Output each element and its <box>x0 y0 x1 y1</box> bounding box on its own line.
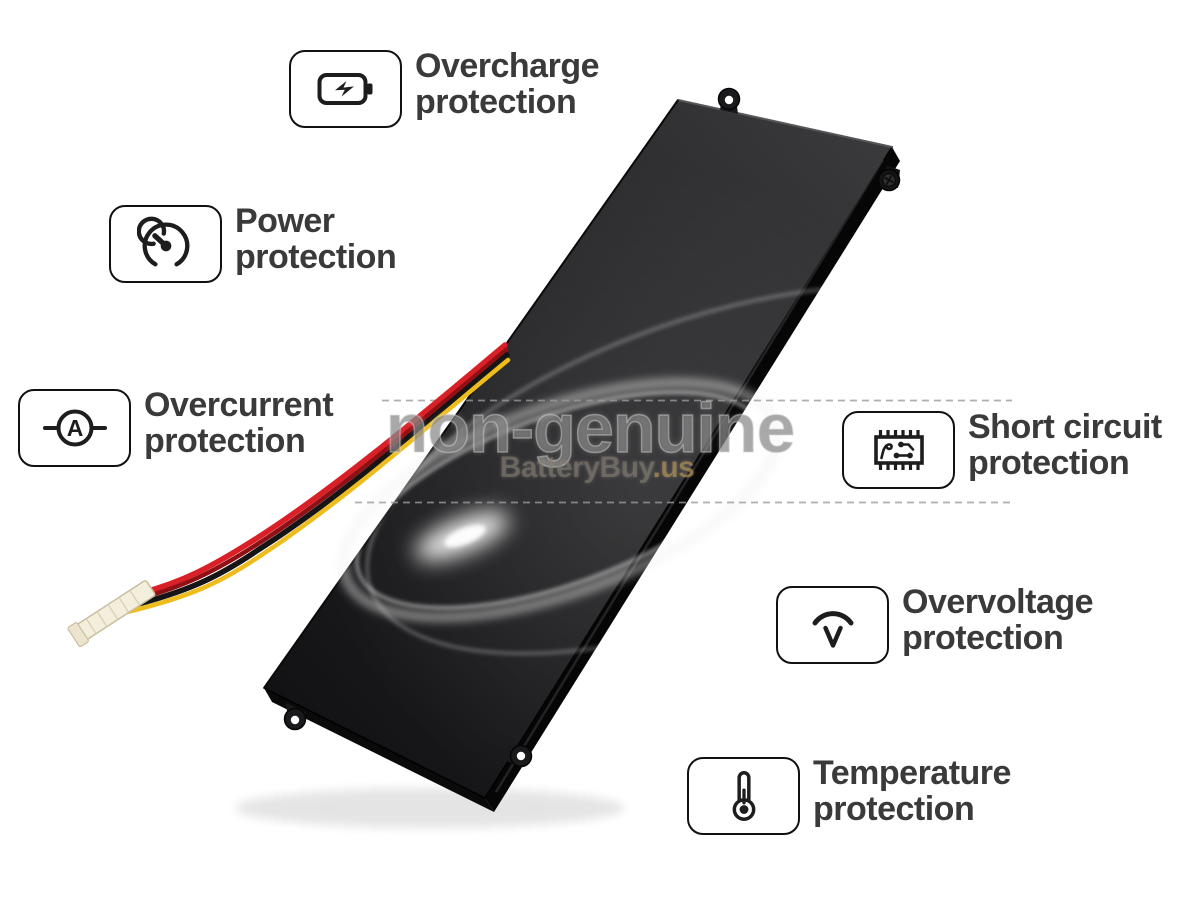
mounting-tab-top <box>717 87 741 114</box>
feature-short-circuit: Short circuit protection <box>842 408 1162 489</box>
watermark-dashed-lines <box>355 399 1013 504</box>
feature-power: Power protection <box>109 202 397 283</box>
feature-label: Temperature protection <box>813 754 1011 828</box>
feature-label: Power protection <box>235 202 397 276</box>
voltage-arc-icon <box>812 611 853 648</box>
wire-connector <box>67 580 156 648</box>
wire-dark-red <box>131 347 509 603</box>
mounting-tab-right-screw <box>877 165 901 192</box>
thermometer-icon <box>732 771 755 821</box>
battery-body <box>262 99 900 812</box>
overcharge-icon-box <box>289 50 402 128</box>
overcurrent-icon-box: A <box>18 389 131 467</box>
feature-temperature: Temperature protection <box>687 754 1011 835</box>
glow-swirl <box>340 285 1034 655</box>
temperature-icon-box <box>687 757 800 835</box>
feature-label: Overvoltage protection <box>902 583 1094 657</box>
ammeter-icon: A <box>42 409 107 447</box>
mounting-tab-bottom-left <box>283 703 307 731</box>
feature-label: Short circuit protection <box>968 408 1162 482</box>
wire-yellow <box>120 357 511 616</box>
feature-label: Overcharge protection <box>415 47 600 121</box>
battery-wires <box>120 342 511 616</box>
feature-overcharge: Overcharge protection <box>289 47 600 128</box>
wire-red <box>138 342 508 596</box>
feature-overcurrent: A Overcurrent protection <box>18 386 334 467</box>
power-icon-box <box>109 205 222 283</box>
mounting-tab-bottom-right <box>508 744 533 768</box>
svg-text:A: A <box>66 415 83 441</box>
feature-overvoltage: Overvoltage protection <box>776 583 1094 664</box>
feature-label: Overcurrent protection <box>144 386 334 460</box>
gauge-icon <box>136 216 189 267</box>
chip-icon <box>873 430 924 470</box>
wire-black <box>124 352 510 610</box>
battery-shadow <box>235 788 625 828</box>
battery-bolt-icon <box>317 73 372 105</box>
short-circuit-icon-box <box>842 411 955 489</box>
overvoltage-icon-box <box>776 586 889 664</box>
